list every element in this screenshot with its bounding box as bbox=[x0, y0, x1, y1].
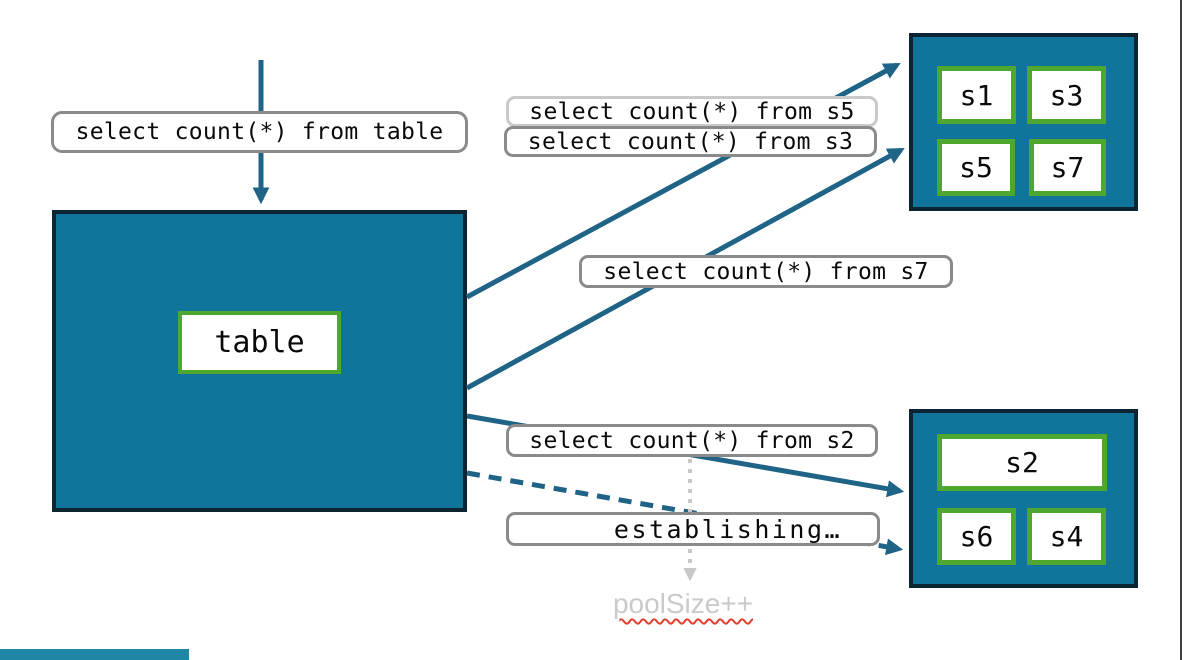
shard-label: s2 bbox=[1005, 446, 1039, 479]
table-chip: table bbox=[178, 311, 341, 374]
shard-chip-s2: s2 bbox=[937, 434, 1107, 491]
shard-label: s4 bbox=[1049, 520, 1084, 553]
query-label-s7: select count(*) from s7 bbox=[579, 255, 953, 288]
shard-chip-s7: s7 bbox=[1029, 139, 1106, 196]
table-chip-label: table bbox=[214, 325, 305, 360]
query-label-s3: select count(*) from s3 bbox=[504, 126, 877, 157]
query-label-table: select count(*) from table bbox=[51, 111, 468, 153]
slide-right-edge bbox=[1180, 0, 1182, 660]
shard-chip-s1: s1 bbox=[937, 66, 1016, 124]
query-label-s2: select count(*) from s2 bbox=[506, 424, 878, 457]
shard-chip-s4: s4 bbox=[1027, 508, 1106, 565]
shard-label: s7 bbox=[1050, 151, 1085, 184]
establishing-label: establishing… bbox=[506, 512, 880, 546]
shard-label: s6 bbox=[959, 520, 994, 553]
poolsize-note: poolSize++ bbox=[612, 588, 754, 619]
shard-label: s5 bbox=[959, 151, 993, 184]
shard-chip-s3: s3 bbox=[1027, 66, 1106, 124]
shard-chip-s6: s6 bbox=[937, 508, 1016, 565]
shard-label: s3 bbox=[1049, 78, 1084, 112]
query-label-s5: select count(*) from s5 bbox=[506, 96, 878, 127]
shard-chip-s5: s5 bbox=[937, 139, 1015, 196]
shard-label: s1 bbox=[959, 78, 994, 112]
bottom-accent-bar bbox=[0, 649, 189, 660]
